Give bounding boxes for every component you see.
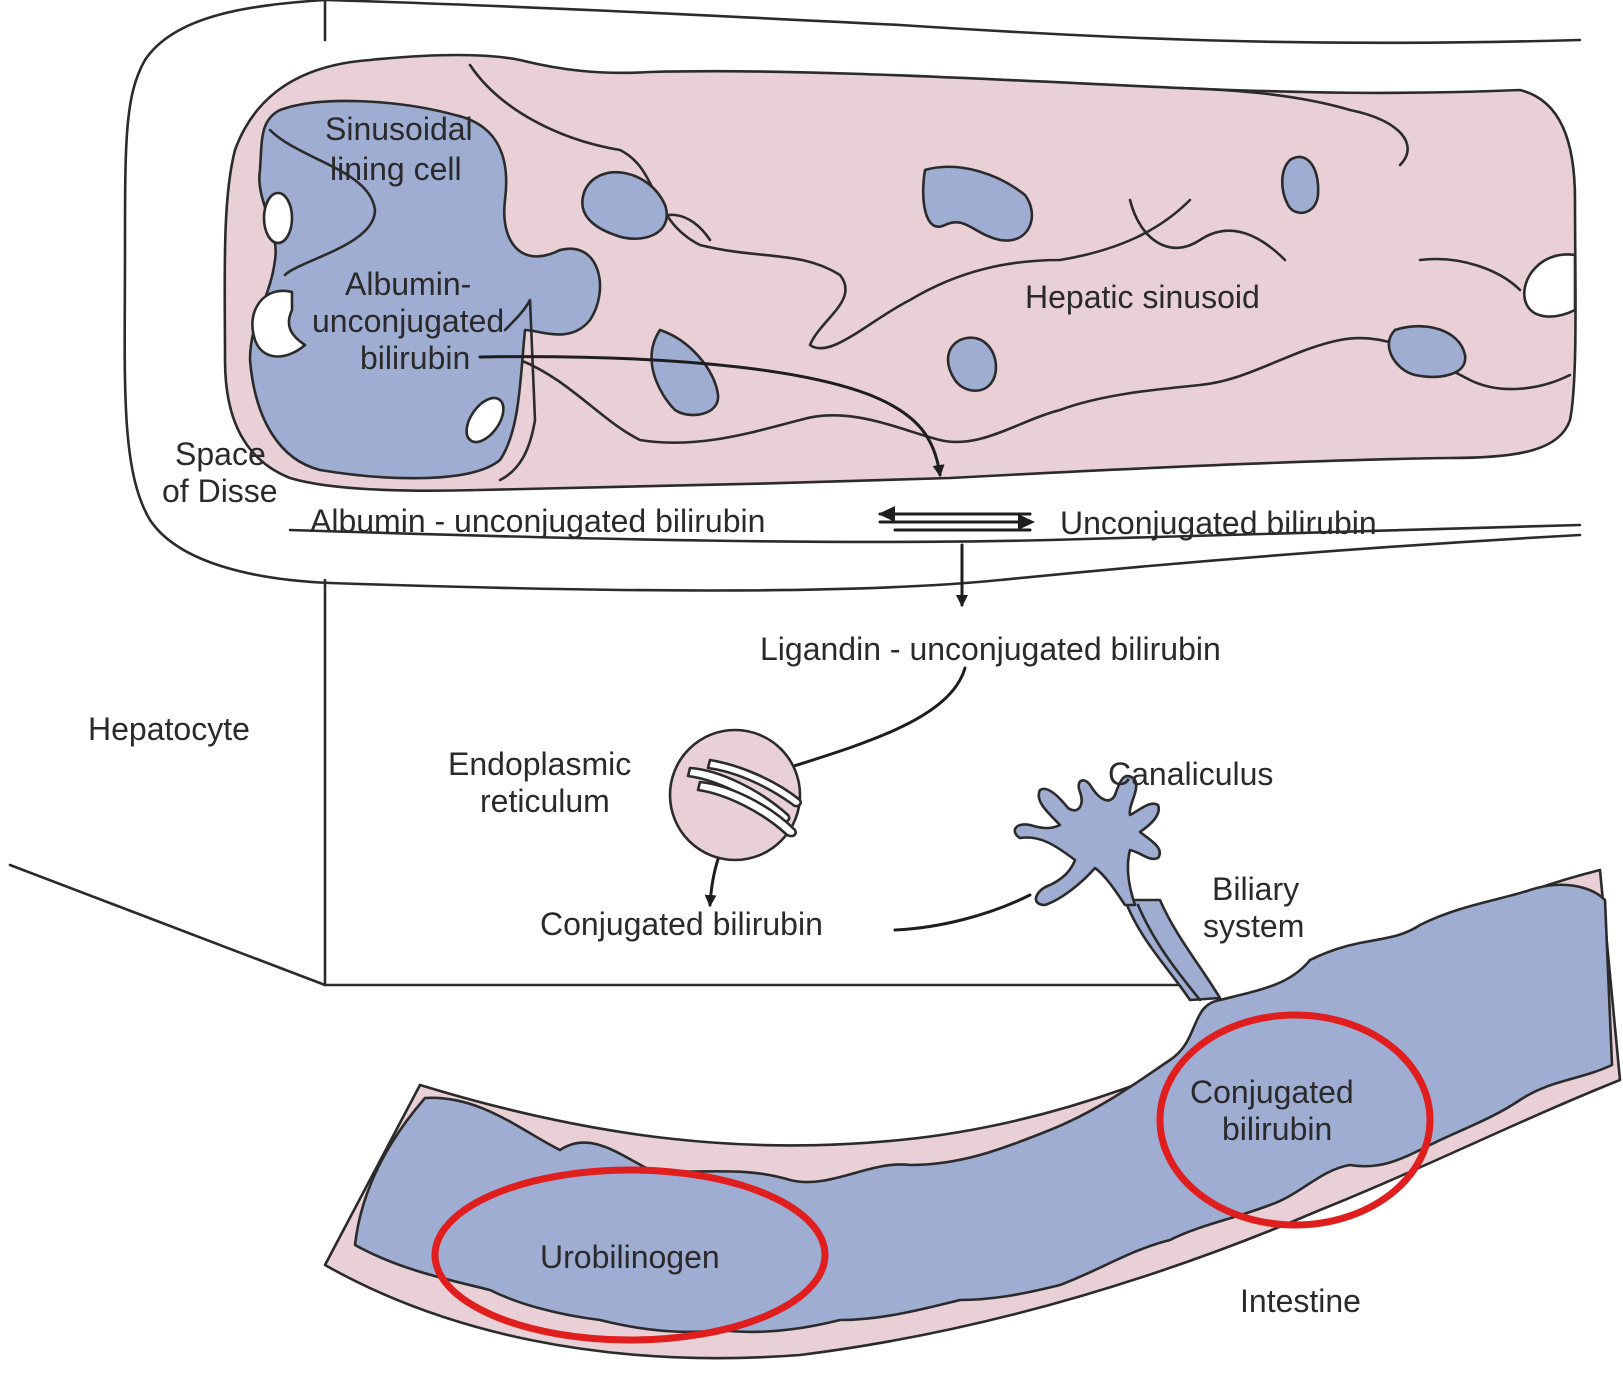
label-hepatocyte: Hepatocyte (88, 711, 250, 747)
label-urobilinogen: Urobilinogen (540, 1239, 720, 1275)
label-conjugated-bilirubin-cell: Conjugated bilirubin (540, 906, 823, 942)
equilibrium-arrows (878, 506, 1035, 530)
label-canaliculus: Canaliculus (1108, 756, 1273, 792)
arrow-to-er (775, 668, 965, 772)
label-space-of-disse: Space of Disse (162, 436, 278, 509)
label-biliary-system: Biliary system (1203, 871, 1308, 944)
canaliculus-shape (1015, 776, 1160, 905)
label-intestine: Intestine (1240, 1283, 1361, 1319)
label-hepatic-sinusoid: Hepatic sinusoid (1025, 279, 1260, 315)
label-albumin-unconjugated-bilirubin: Albumin - unconjugated bilirubin (310, 503, 765, 539)
blood-cell (1282, 157, 1318, 213)
label-unconjugated-bilirubin: Unconjugated bilirubin (1060, 505, 1377, 541)
arrow-to-canaliculus (895, 895, 1030, 930)
label-endoplasmic-reticulum: Endoplasmic reticulum (448, 746, 640, 819)
label-ligandin-unconjugated-bilirubin: Ligandin - unconjugated bilirubin (760, 631, 1221, 667)
vacuole (264, 193, 292, 243)
